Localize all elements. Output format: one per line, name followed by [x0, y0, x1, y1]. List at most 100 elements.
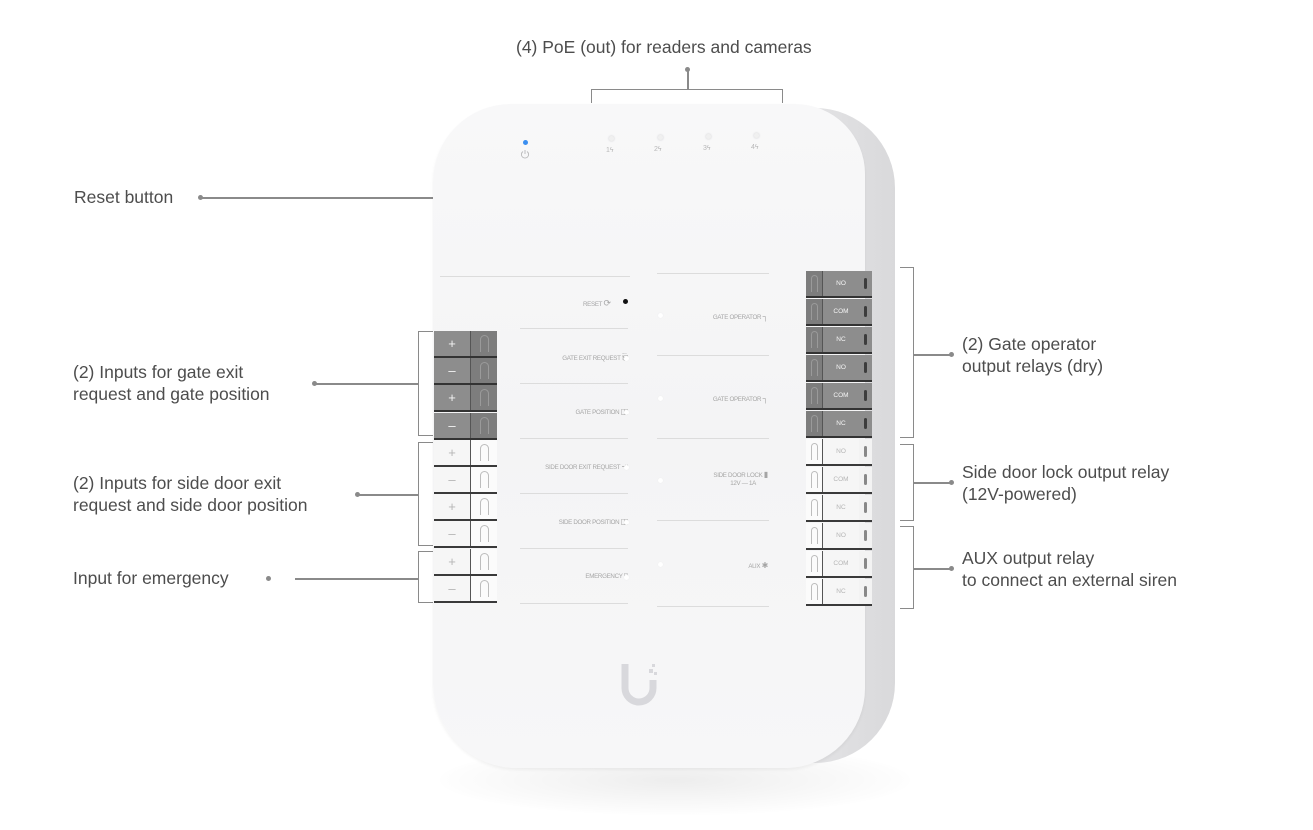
terminal-relay-label: COM: [823, 467, 859, 492]
aux-relay-leader-dot: [949, 566, 954, 571]
poe-port-1-label: 1ϟ: [606, 147, 614, 154]
relay-terminal[interactable]: NC: [806, 495, 872, 522]
divider: [657, 438, 769, 439]
input-terminal[interactable]: +: [434, 494, 497, 522]
terminal-screw-slot: [470, 575, 497, 601]
poe-leader-dot: [685, 67, 690, 72]
aux-relay-line-1: AUX output relay: [962, 548, 1095, 568]
reset-callout: Reset button: [74, 187, 174, 207]
input-terminal[interactable]: +: [434, 385, 497, 413]
side-door-relay-bracket: [900, 444, 914, 521]
terminal-screw-slot: [806, 271, 823, 296]
terminal-polarity: –: [434, 412, 470, 438]
terminal-polarity: –: [434, 467, 470, 492]
input-terminal[interactable]: –: [434, 467, 497, 494]
terminal-relay-label: NO: [823, 271, 859, 296]
relay-terminal[interactable]: NO: [806, 439, 872, 466]
gate-icon: ┐: [762, 312, 769, 321]
emergency-leader-line: [295, 578, 419, 580]
relay-terminal[interactable]: COM: [806, 299, 872, 326]
terminal-pin: [859, 327, 872, 352]
relay-terminal[interactable]: NO: [806, 271, 872, 298]
terminal-screw-slot: [806, 299, 823, 324]
input-terminal[interactable]: –: [434, 521, 497, 549]
relay-terminal[interactable]: COM: [806, 467, 872, 494]
relay-terminal[interactable]: NO: [806, 523, 872, 550]
side-door-inputs-leader-dot: [355, 492, 360, 497]
terminal-pin: [859, 439, 872, 464]
terminal-polarity: +: [434, 494, 470, 520]
side-door-inputs-line-2: request and side door position: [73, 495, 308, 515]
terminal-screw-slot: [806, 383, 823, 408]
terminal-pin: [859, 355, 872, 380]
ubiquiti-u-logo: [621, 664, 657, 706]
relay-terminal[interactable]: NC: [806, 327, 872, 354]
terminal-screw-slot: [470, 548, 497, 574]
emergency-leader-dot: [266, 576, 271, 581]
terminal-screw-slot: [470, 385, 497, 411]
port-led: [624, 575, 629, 580]
poe-port-4-label: 4ϟ: [751, 144, 759, 151]
terminal-polarity: +: [434, 385, 470, 411]
terminal-screw-slot: [470, 439, 497, 465]
input-terminal[interactable]: +: [434, 331, 497, 358]
terminal-polarity: –: [434, 358, 470, 384]
relay-terminal[interactable]: COM: [806, 551, 872, 578]
lightning-icon: ϟ: [609, 147, 614, 154]
terminal-polarity: –: [434, 521, 470, 547]
relay-terminal[interactable]: NO: [806, 355, 872, 382]
input-terminal[interactable]: +: [434, 439, 497, 467]
terminal-relay-label: NC: [823, 495, 859, 520]
aux-relay-bracket: [900, 526, 914, 609]
reset-label: RESET ⟳: [583, 298, 611, 308]
gate-relays-callout: (2) Gate operator output relays (dry): [962, 333, 1103, 377]
terminal-pin: [859, 271, 872, 296]
port-led: [624, 410, 629, 415]
terminal-screw-slot: [806, 411, 823, 436]
aux-relay-line-2: to connect an external siren: [962, 570, 1177, 590]
port-label-side-door-exit-request: SIDE DOOR EXIT REQUEST ⇥: [545, 462, 628, 471]
gate-relays-bracket: [900, 267, 914, 438]
terminal-polarity: +: [434, 439, 470, 465]
side-door-inputs-bracket: [418, 442, 434, 546]
terminal-screw-slot: [806, 495, 823, 520]
terminal-screw-slot: [806, 439, 823, 464]
reset-leader-dot: [198, 195, 203, 200]
side-door-inputs-leader-line: [359, 494, 419, 496]
port-label-gate-position: GATE POSITION ◫: [576, 407, 629, 416]
input-terminal[interactable]: –: [434, 412, 497, 440]
side-door-inputs-line-1: (2) Inputs for side door exit: [73, 473, 282, 493]
poe-led-3: [706, 134, 711, 139]
lock-icon: ▮: [763, 470, 768, 479]
poe-bracket: [591, 89, 783, 103]
terminal-relay-label: NO: [823, 523, 859, 548]
divider: [520, 383, 628, 384]
input-terminal[interactable]: –: [434, 358, 497, 386]
relay-terminal[interactable]: COM: [806, 383, 872, 410]
lightning-icon: ϟ: [657, 146, 662, 153]
side-door-relay-line-1: Side door lock output relay: [962, 462, 1170, 482]
terminal-pin: [859, 299, 872, 324]
terminal-relay-label: NC: [823, 411, 859, 436]
emergency-callout: Input for emergency: [73, 568, 229, 588]
terminal-relay-label: COM: [823, 299, 859, 324]
port-led: [624, 356, 629, 361]
terminal-polarity: +: [434, 548, 470, 574]
input-terminal[interactable]: –: [434, 575, 497, 603]
terminal-screw-slot: [470, 521, 497, 547]
port-led: [624, 465, 629, 470]
relay-terminal[interactable]: NC: [806, 411, 872, 438]
divider: [520, 548, 628, 549]
reset-button[interactable]: [623, 299, 628, 304]
lightning-icon: ϟ: [706, 145, 711, 152]
relay-terminal[interactable]: NC: [806, 579, 872, 606]
terminal-relay-label: NO: [823, 355, 859, 380]
terminal-relay-label: NC: [823, 579, 859, 604]
gate-relays-line-1: (2) Gate operator: [962, 334, 1097, 354]
port-led: [658, 313, 663, 318]
divider: [657, 606, 769, 607]
gate-inputs-leader-line: [316, 383, 419, 385]
input-terminal[interactable]: +: [434, 548, 497, 576]
reset-icon: ⟳: [603, 298, 611, 308]
terminal-pin: [859, 523, 872, 548]
